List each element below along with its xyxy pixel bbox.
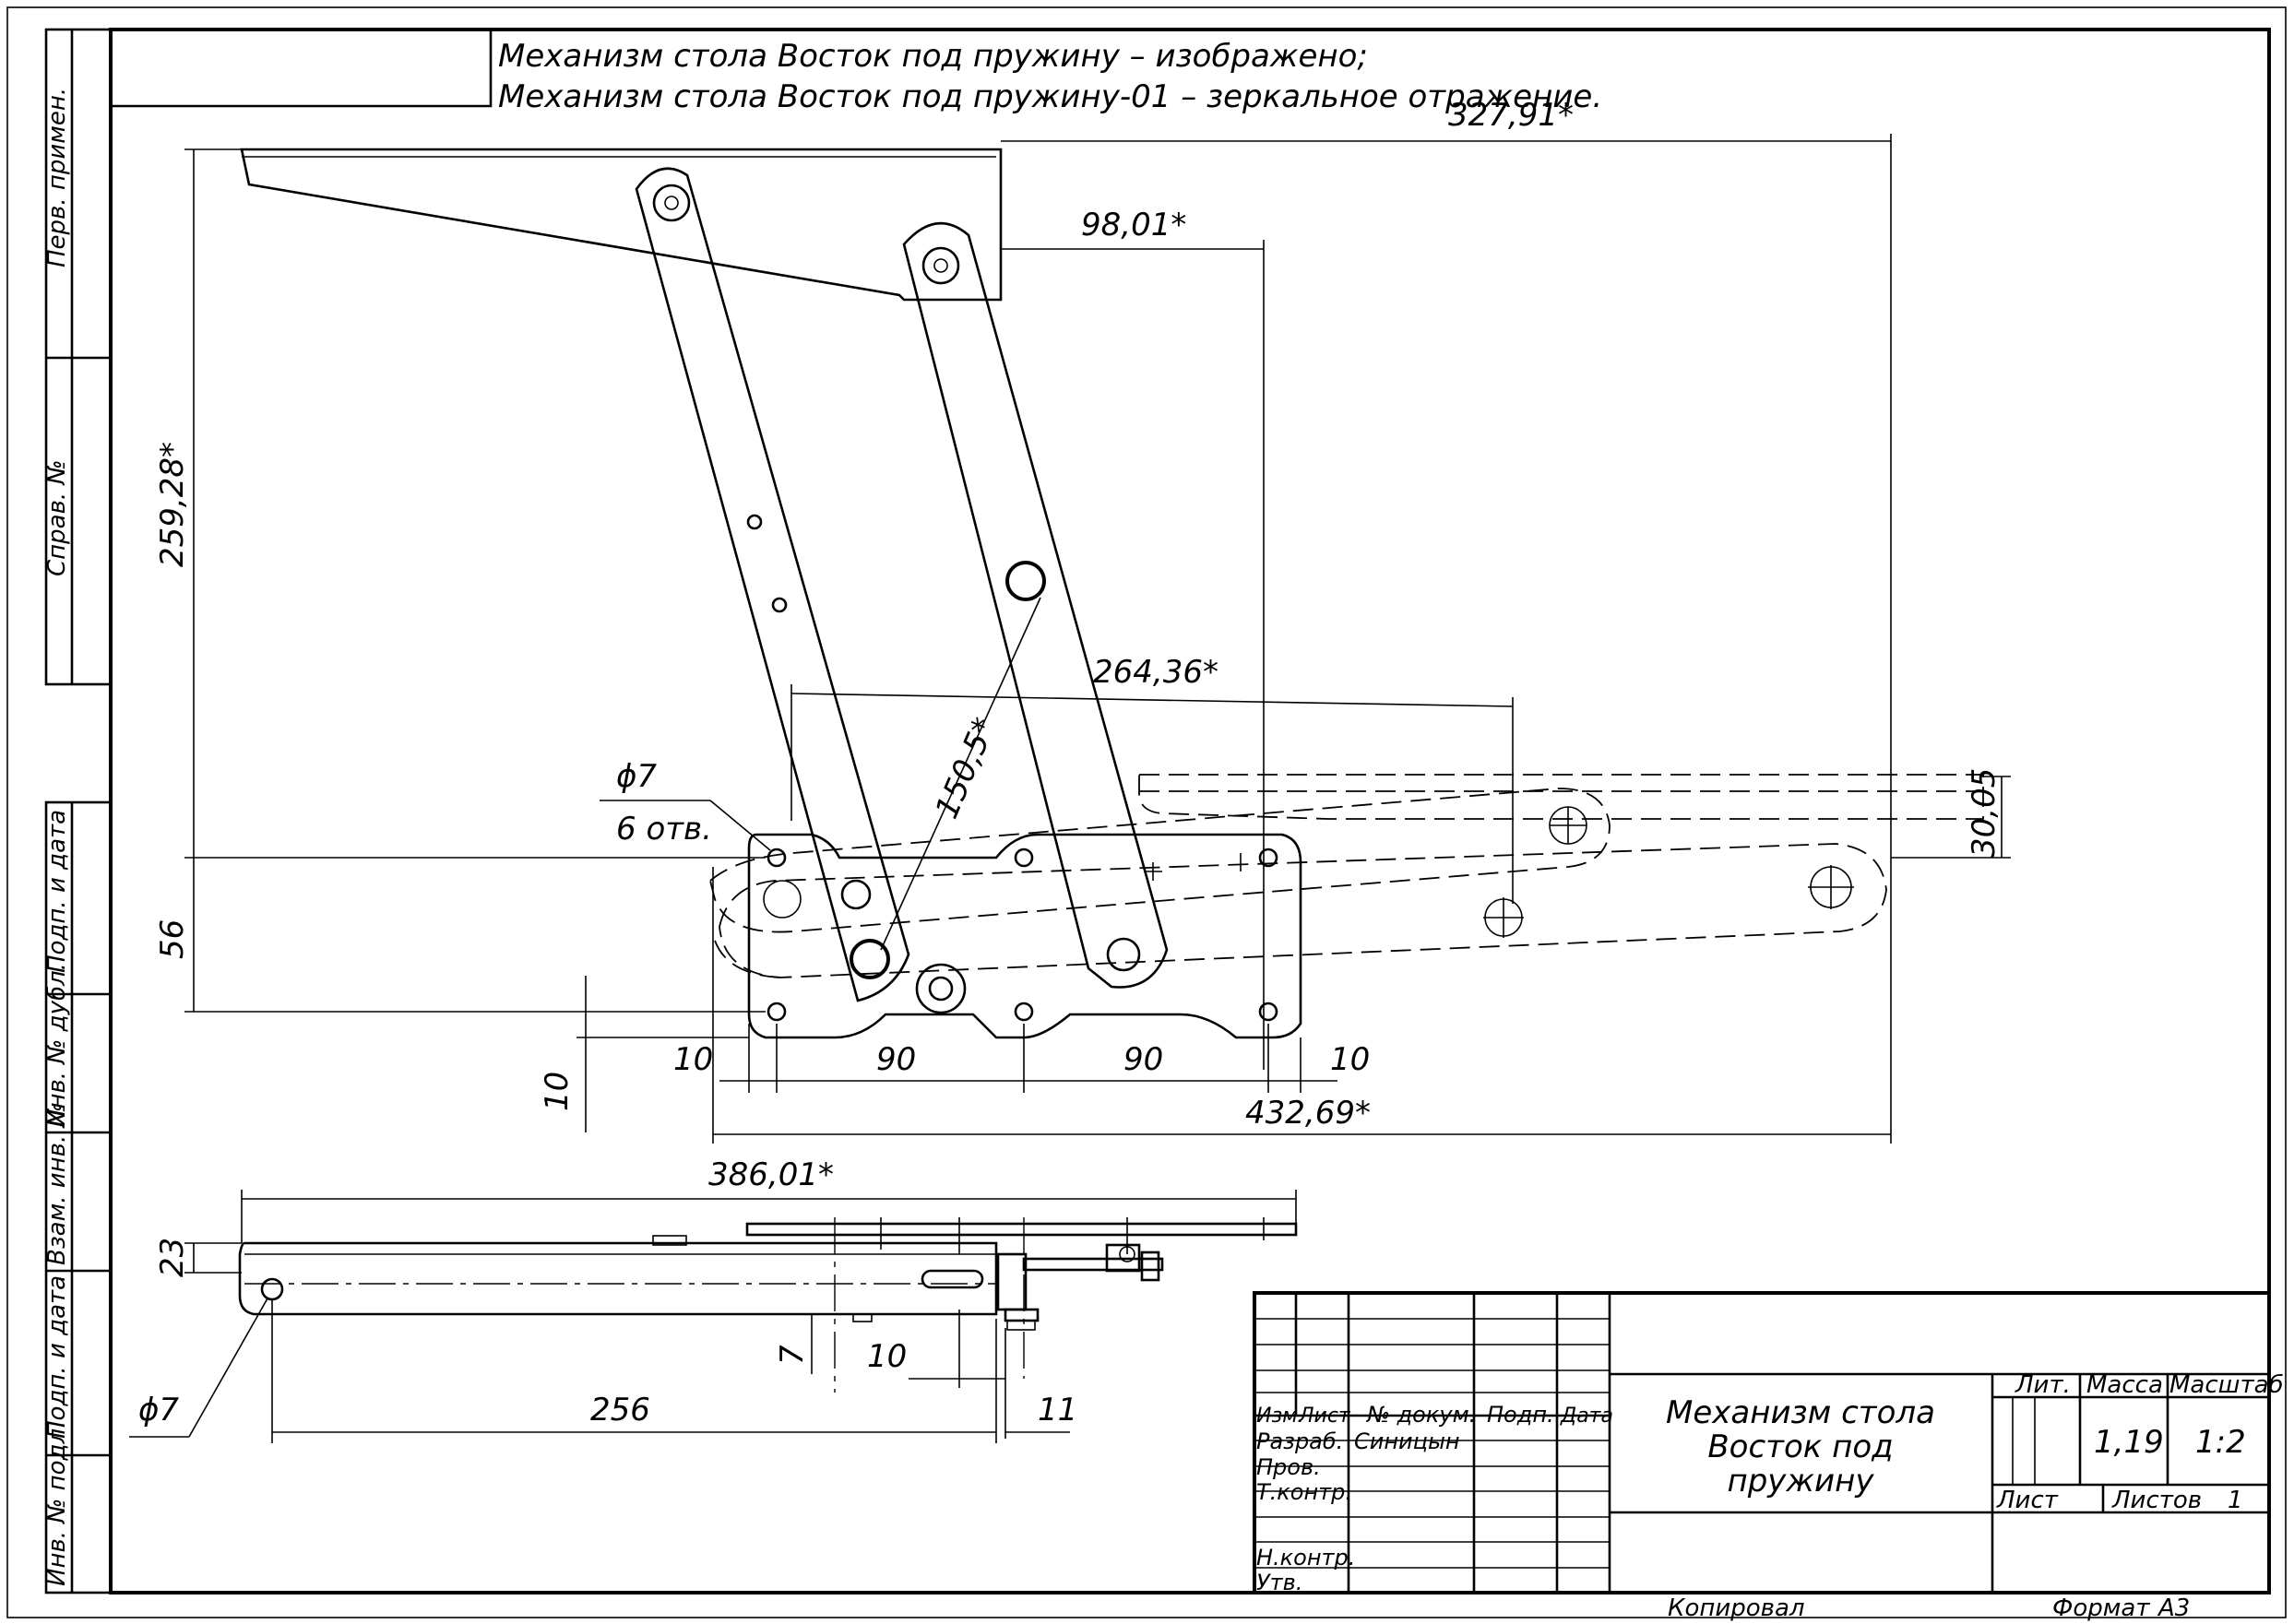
- vzam-inv-label: Взам. инв. №: [43, 1102, 71, 1265]
- dim-98: 98,01*: [1081, 207, 1186, 243]
- list-label: Лист: [1298, 1405, 1351, 1428]
- holes-label: 6 отв.: [616, 811, 712, 848]
- razrab-label: Разраб.: [1256, 1428, 1343, 1454]
- title-block: Изм. Лист № докум. Подп. Дата Разраб. Си…: [1253, 1291, 2284, 1595]
- drawing-name-line-1: Механизм стола: [1666, 1394, 1935, 1431]
- inv-podl-label: Инв. № подл.: [43, 1421, 71, 1586]
- arm-left-shape: [635, 167, 910, 1002]
- masshtab-label: Масштаб: [2169, 1371, 2284, 1399]
- dim-10-vert: 10: [539, 1072, 576, 1111]
- no-dokum-label: № докум.: [1365, 1402, 1476, 1428]
- sprav-no-label: Справ. №: [43, 460, 71, 576]
- main-view: 327,91* 98,01* 259,28* 264,36* 150,5* 30…: [154, 97, 2011, 1144]
- arm-right-phantom: [719, 843, 1887, 978]
- podp-data-label-2: Подп. и дата: [43, 1275, 71, 1439]
- drawing-name-line-3: пружину: [1727, 1463, 1874, 1500]
- dim-432: 432,69*: [1245, 1095, 1371, 1132]
- izm-label: Изм.: [1256, 1405, 1304, 1428]
- table-bracket: [240, 148, 1003, 302]
- dim-11: 11: [1038, 1392, 1077, 1428]
- side-bracket: [238, 1241, 998, 1316]
- base-holes: [767, 848, 1278, 1022]
- note-line-2: Механизм стола Восток под пружину-01 – з…: [498, 78, 1602, 115]
- dim-90-a: 90: [876, 1041, 916, 1078]
- dim-10-bottom: 10: [867, 1338, 907, 1375]
- podp-label: Подп.: [1487, 1402, 1554, 1428]
- listov-value: 1: [2228, 1487, 2243, 1514]
- listov-label: Листов: [2111, 1487, 2202, 1514]
- format-value: А3: [2157, 1594, 2190, 1622]
- prov-label: Пров.: [1256, 1454, 1321, 1480]
- arm-left-phantom: [708, 788, 1611, 933]
- data-label: Дата: [1560, 1405, 1613, 1428]
- podp-data-label-1: Подп. и дата: [43, 810, 71, 973]
- arm-right-shape: [902, 221, 1169, 989]
- dim-259: 259,28*: [154, 442, 191, 567]
- side-view: 386,01* 23 7 10 256 11 ϕ7: [129, 1156, 1298, 1443]
- main-dimensions: [184, 134, 2011, 1144]
- phi7-bottom-label: ϕ7: [138, 1392, 179, 1428]
- dim-23: 23: [154, 1238, 191, 1277]
- razrab-name: Синицын: [1354, 1428, 1460, 1454]
- kopiroval-label: Копировал: [1668, 1594, 1805, 1622]
- drawing-name-line-2: Восток под: [1707, 1428, 1893, 1465]
- table-bracket-phantom: [1138, 774, 1984, 820]
- dim-256: 256: [590, 1392, 650, 1428]
- list-cell-label: Лист: [1996, 1487, 2059, 1514]
- lit-label: Лит.: [2015, 1371, 2071, 1399]
- dim-264: 264,36*: [1093, 654, 1218, 691]
- dim-90-b: 90: [1123, 1041, 1163, 1078]
- base-plate: [747, 833, 1302, 1039]
- dim-7: 7: [774, 1345, 811, 1365]
- side-strip: Перв. примен. Справ. № Подп. и дата Инв.…: [43, 28, 113, 1594]
- format-label: Формат: [2052, 1594, 2150, 1622]
- note-line-1: Механизм стола Восток под пружину – изоб…: [498, 38, 1368, 75]
- inv-dubl-label: Инв. № дубл.: [43, 963, 71, 1127]
- dim-30: 30,05: [1966, 768, 2003, 858]
- dim-10-left: 10: [673, 1041, 713, 1078]
- scale-value: 1:2: [2195, 1424, 2246, 1461]
- massa-value: 1,19: [2094, 1424, 2164, 1461]
- nkontr-label: Н.контр.: [1256, 1545, 1355, 1571]
- dim-327: 327,91*: [1448, 97, 1574, 134]
- massa-label: Масса: [2086, 1371, 2163, 1399]
- dim-10-right: 10: [1330, 1041, 1370, 1078]
- dim-56: 56: [154, 919, 191, 959]
- dim-386: 386,01*: [708, 1156, 834, 1193]
- utv-label: Утв.: [1256, 1570, 1302, 1595]
- tkontr-label: Т.контр.: [1256, 1479, 1352, 1505]
- phi7-top-label: ϕ7: [616, 758, 657, 795]
- dim-150: 150,5*: [928, 713, 1003, 824]
- drawing-note: Механизм стола Восток под пружину – изоб…: [498, 38, 1602, 115]
- perv-primen-label: Перв. примен.: [43, 88, 71, 267]
